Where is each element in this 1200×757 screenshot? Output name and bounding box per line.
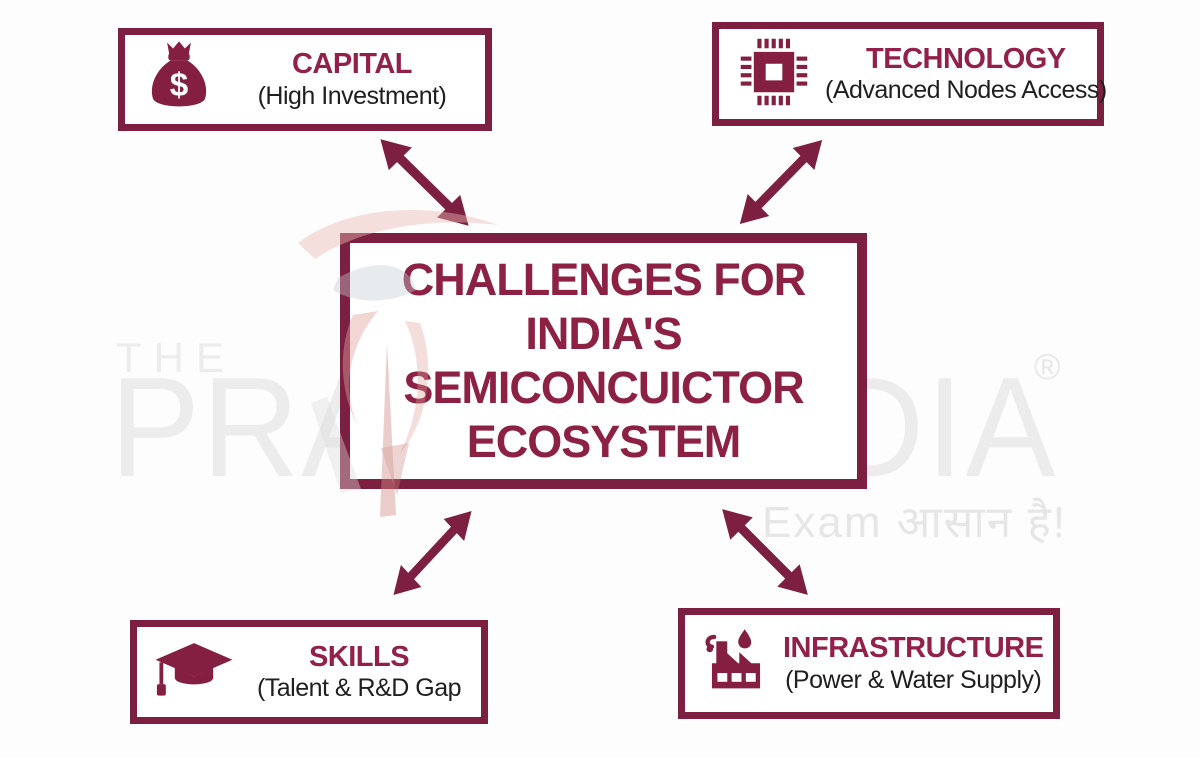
svg-text:$: $ (170, 67, 189, 104)
node-subtitle: (Talent & R&D Gap (256, 674, 462, 703)
watermark-the: THE (116, 334, 236, 381)
node-technology: TECHNOLOGY (Advanced Nodes Access) (712, 22, 1107, 126)
node-title: INFRASTRUCTURE (783, 632, 1044, 665)
node-title: TECHNOLOGY (866, 42, 1066, 75)
registered-trademark-icon: ® (1034, 346, 1061, 387)
arrow-capital-center (380, 139, 469, 226)
central-box: CHALLENGES FOR INDIA'S SEMICONCUICTOR EC… (340, 233, 867, 489)
arrow-technology-center (739, 140, 823, 224)
graduation-cap-icon (153, 638, 235, 707)
node-title: CAPITAL (291, 48, 413, 81)
node-infrastructure: INFRASTRUCTURE (Power & Water Supply) (678, 608, 1060, 719)
node-subtitle: (Advanced Nodes Access) (825, 76, 1107, 105)
title-line: CHALLENGES FOR (401, 254, 807, 305)
node-subtitle: (Power & Water Supply) (785, 665, 1042, 694)
node-title: SKILLS (308, 640, 410, 673)
arrow-skills-center (393, 511, 472, 595)
diagram-title: CHALLENGES FOR INDIA'S SEMICONCUICTOR EC… (401, 253, 807, 469)
factory-icon (701, 625, 771, 702)
title-line: SEMICONCUICTOR (403, 362, 804, 413)
node-capital: $ CAPITAL (High Investment) (118, 28, 492, 131)
title-line: INDIA'S (525, 308, 682, 359)
money-bag-icon: $ (141, 36, 217, 123)
node-subtitle: (High Investment) (257, 81, 447, 110)
title-line: ECOSYSTEM (466, 416, 742, 467)
chip-icon (735, 34, 813, 115)
arrow-infrastructure-center (722, 509, 808, 595)
node-skills: SKILLS (Talent & R&D Gap (130, 620, 488, 724)
